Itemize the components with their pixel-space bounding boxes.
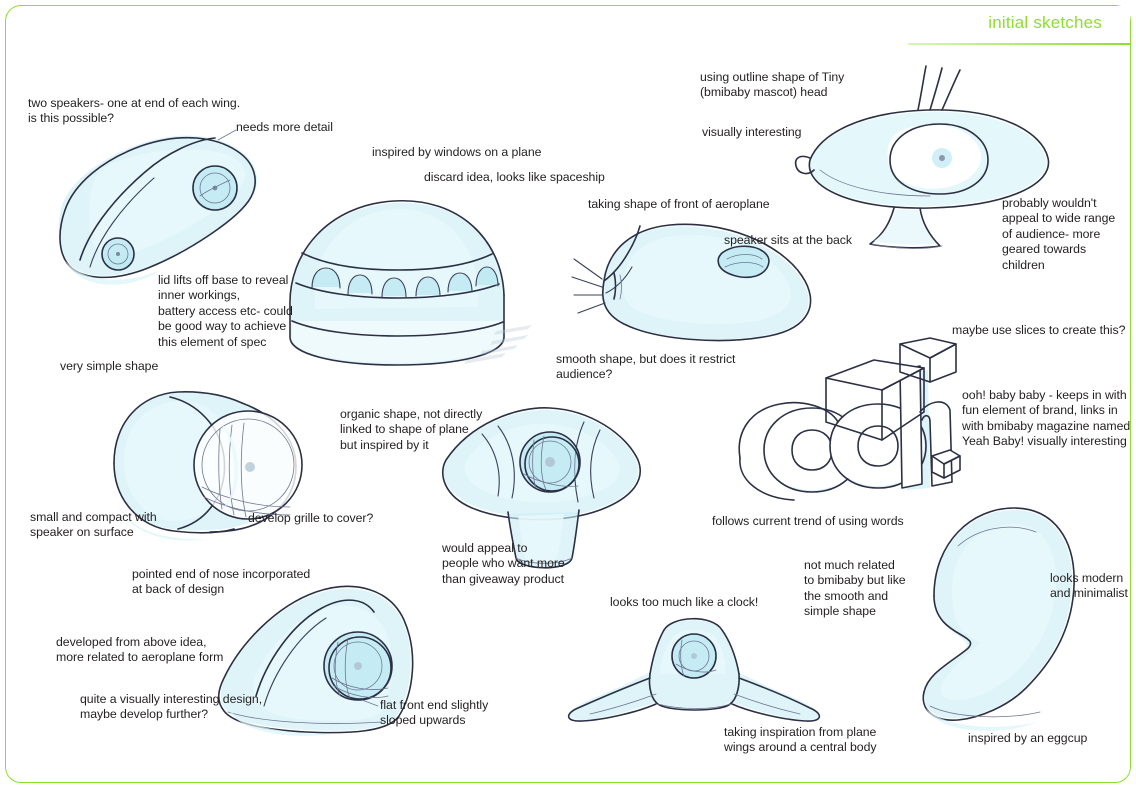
note-very-simple-shape: very simple shape bbox=[60, 359, 159, 373]
note-looks-modern: looks modern and minimalist bbox=[1050, 571, 1128, 601]
note-looks-like-clock: looks too much like a clock! bbox=[610, 595, 759, 609]
note-not-much-related: not much related to bmibaby but like the… bbox=[804, 558, 906, 619]
sketch-tiny-mascot-head bbox=[790, 62, 1070, 252]
note-flat-front-end: flat front end slightly sloped upwards bbox=[380, 698, 489, 728]
note-follows-trend: follows current trend of using words bbox=[712, 514, 904, 528]
note-ooh-baby-baby: ooh! baby baby - keeps in with fun eleme… bbox=[962, 388, 1131, 449]
note-taking-shape-front: taking shape of front of aeroplane bbox=[588, 197, 770, 211]
sketch-nose-wedge bbox=[212, 580, 432, 740]
note-taking-inspiration: taking inspiration from plane wings arou… bbox=[724, 725, 877, 755]
sketch-aeroplane-nose bbox=[571, 215, 832, 355]
note-probably-wouldnt: probably wouldn't appeal to wide range o… bbox=[1002, 196, 1116, 272]
note-visually-interesting: visually interesting bbox=[702, 125, 802, 139]
note-would-appeal: would appeal to people who want more tha… bbox=[442, 541, 565, 586]
note-speaker-at-back: speaker sits at the back bbox=[724, 233, 852, 247]
title-underline bbox=[908, 43, 1130, 45]
note-maybe-use-slices: maybe use slices to create this? bbox=[952, 323, 1126, 337]
note-using-outline-tiny: using outline shape of Tiny (bmibaby mas… bbox=[700, 70, 845, 100]
title-background bbox=[902, 6, 1130, 44]
sketch-dome-windows bbox=[270, 175, 550, 375]
note-smooth-shape: smooth shape, but does it restrict audie… bbox=[556, 352, 736, 382]
note-lid-lifts-off: lid lifts off base to reveal inner worki… bbox=[158, 273, 293, 349]
note-needs-more-detail: needs more detail bbox=[236, 120, 333, 134]
note-developed-from-above: developed from above idea, more related … bbox=[56, 635, 224, 665]
note-inspired-eggcup: inspired by an eggcup bbox=[968, 731, 1088, 745]
sketch-cylinder-speaker bbox=[100, 383, 330, 543]
sketch-wing-speaker bbox=[40, 110, 290, 300]
sketch-eye-pod-stand bbox=[438, 398, 648, 578]
note-pointed-end-nose: pointed end of nose incorporated at back… bbox=[132, 567, 311, 597]
sketch-ooh-logo bbox=[734, 337, 964, 518]
note-quite-visually: quite a visually interesting design, may… bbox=[80, 692, 263, 722]
note-discard-idea: discard idea, looks like spaceship bbox=[424, 170, 605, 184]
note-organic-shape: organic shape, not directly linked to sh… bbox=[340, 407, 483, 452]
page-title: initial sketches bbox=[988, 13, 1102, 32]
note-inspired-windows: inspired by windows on a plane bbox=[372, 145, 542, 159]
note-two-speakers: two speakers- one at end of each wing. i… bbox=[28, 96, 241, 126]
sketch-winged-clock bbox=[560, 612, 830, 732]
sketch-eggcup-form bbox=[900, 500, 1080, 740]
note-small-and-compact: small and compact with speaker on surfac… bbox=[30, 510, 157, 540]
note-develop-grille: develop grille to cover? bbox=[248, 511, 374, 525]
